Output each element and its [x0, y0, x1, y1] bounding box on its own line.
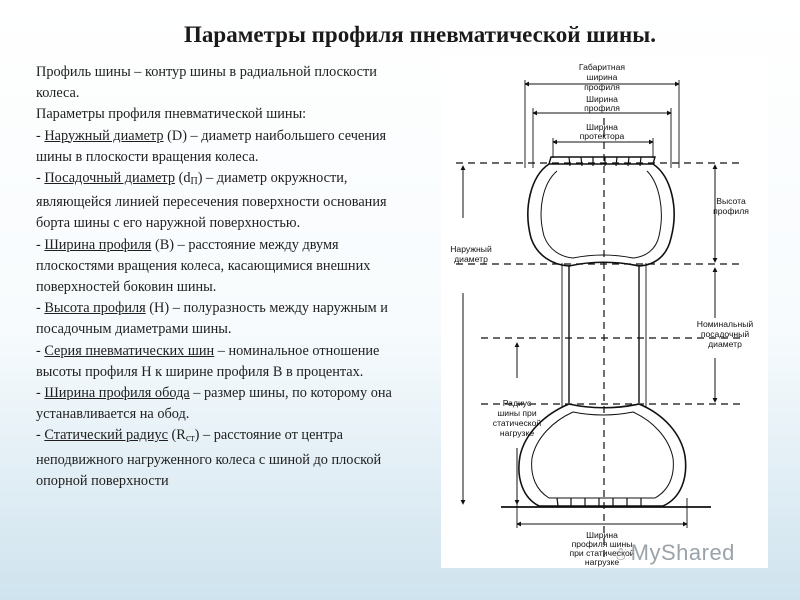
loaded-width-label-text: Ширина — [586, 530, 618, 540]
tread-grooves — [568, 156, 642, 167]
intro-heading: Параметры профиля пневматической шины: — [36, 106, 307, 123]
parameter-definition: – расстояние от центра неподвижного нагр… — [36, 427, 382, 489]
parameter-definition: – диаметр окружности, являющейся линией … — [36, 170, 387, 232]
loaded-width-label: Ширина профиля шины при статической нагр… — [569, 530, 634, 567]
parameter-bullet: - — [36, 300, 45, 317]
profile-height-label-text: профиля — [713, 206, 749, 216]
person-icon: ☃ — [612, 544, 629, 564]
static-radius-label: Радиус шины при статической нагрузке — [493, 398, 542, 438]
watermark-text: MyShared — [630, 540, 735, 565]
parameter-term: Ширина профиля обода — [44, 385, 190, 402]
slide-title: Параметры профиля пневматической шины. — [184, 22, 656, 47]
parameter-item: - Наружный диаметр (D) – диаметр наиболь… — [36, 126, 420, 168]
parameter-term: Наружный диаметр — [44, 127, 164, 144]
parameter-symbol: (Rст) — [167, 427, 200, 445]
rim-diameter-label: Номинальный посадочный диаметр — [697, 319, 754, 349]
parameter-term: Ширина профиля — [44, 236, 152, 253]
parameter-term: Статический радиус — [44, 427, 168, 444]
profile-width-label-text: Ширина — [586, 94, 618, 104]
upper-tire-section — [527, 163, 675, 267]
parameter-symbol: (dП) — [175, 170, 203, 188]
profile-width-label: Ширина профиля — [584, 94, 620, 113]
parameter-definition: – размер шины, по которому она устанавли… — [36, 385, 392, 423]
parameter-bullet: - — [36, 127, 45, 144]
parameter-bullet: - — [36, 427, 45, 444]
intro-definition: Профиль шины – контур шины в радиальной … — [36, 64, 377, 102]
parameter-bullet: - — [36, 236, 45, 253]
outer-diameter-label-text: диаметр — [454, 254, 488, 264]
parameter-definition: – диаметр наибольшего сечения шины в пло… — [36, 127, 387, 165]
rim-diameter-label-text: посадочный — [701, 329, 750, 339]
parameter-definition: – номинальное отношение высоты профиля H… — [36, 342, 380, 380]
profile-height-label-text: Высота — [716, 196, 746, 206]
parameter-symbol: (H) — [145, 300, 170, 317]
outer-diameter-label: Наружный диаметр — [450, 244, 492, 264]
parameter-term: Серия пневматических шин — [44, 342, 215, 359]
overall-width-label-text: ширина — [587, 72, 618, 82]
static-radius-label-text: нагрузке — [500, 428, 534, 438]
parameter-bullet: - — [36, 342, 45, 359]
parameter-term: Посадочный диаметр — [44, 170, 175, 187]
rim-diameter-label-text: Номинальный — [697, 319, 754, 329]
overall-width-label-text: Габаритная — [579, 62, 625, 72]
loaded-width-label-text: профиля шины — [572, 539, 633, 549]
static-radius-label-text: Радиус — [503, 398, 532, 408]
loaded-width-label-text: нагрузке — [585, 557, 619, 567]
tread-width-label-text: протектора — [580, 131, 625, 141]
tire-profile-diagram: Габаритная ширина профиля Ширина профиля… — [441, 58, 768, 568]
parameter-item: - Статический радиус (Rст) – расстояние … — [36, 425, 420, 492]
myshared-watermark: ☃MyShared — [612, 540, 735, 566]
parameter-term: Высота профиля — [44, 300, 146, 317]
parameter-bullet: - — [36, 170, 45, 187]
overall-width-label: Габаритная ширина — [579, 62, 625, 82]
tire-diagram-svg: Габаритная ширина профиля Ширина профиля… — [450, 62, 754, 567]
tread-width-label: Ширина протектора — [580, 122, 625, 141]
parameter-item: - Ширина профиля (B) – расстояние между … — [36, 235, 420, 299]
slide-body: Профиль шины – контур шины в радиальной … — [36, 62, 420, 492]
overall-width-label-text: профиля — [584, 82, 620, 92]
parameter-list: - Наружный диаметр (D) – диаметр наиболь… — [36, 126, 420, 492]
tread-width-label-text: Ширина — [586, 122, 618, 132]
parameter-item: - Посадочный диаметр (dП) – диаметр окру… — [36, 168, 420, 235]
parameter-item: - Ширина профиля обода – размер шины, по… — [36, 383, 420, 425]
parameter-definition: – полуразность между наружным и посадочн… — [36, 300, 388, 338]
static-radius-label-text: шины при — [497, 408, 536, 418]
profile-width-label-text: профиля — [584, 103, 620, 113]
parameter-bullet: - — [36, 385, 45, 402]
outer-diameter-label-text: Наружный — [450, 244, 492, 254]
profile-height-label: Высота профиля — [713, 196, 749, 216]
reference-lines — [456, 118, 741, 558]
loaded-width-label-text: при статической — [569, 548, 634, 558]
parameter-item: - Серия пневматических шин – номинальное… — [36, 341, 420, 383]
parameter-symbol: (D) — [163, 127, 187, 144]
lower-tire-section — [518, 403, 687, 507]
static-radius-label-text: статической — [493, 418, 542, 428]
parameter-definition: – расстояние между двумя плоскостями вра… — [36, 236, 371, 296]
parameter-symbol: (B) — [151, 236, 175, 253]
rim-diameter-label-text: диаметр — [708, 339, 742, 349]
parameter-item: - Высота профиля (H) – полуразность межд… — [36, 298, 420, 340]
